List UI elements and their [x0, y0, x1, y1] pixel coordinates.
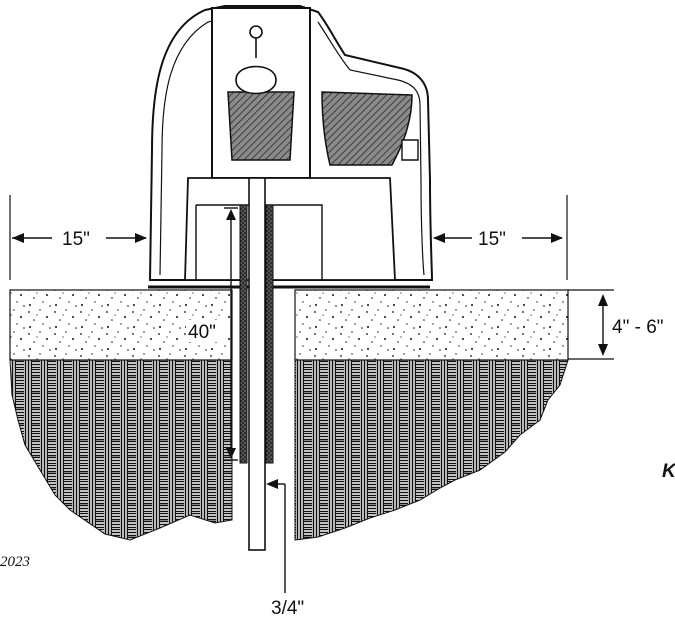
fountain-body-inner-contour [159, 17, 425, 276]
slab-thickness-label: 4" - 6" [612, 317, 664, 338]
right-clearance-label: 15" [478, 229, 506, 250]
soil-left [9, 359, 233, 541]
float-ball [235, 65, 277, 95]
bowl-handle [401, 139, 419, 161]
right-arrowhead-l [433, 233, 445, 243]
base-housing-inner [195, 204, 323, 280]
left-arrowhead-l [12, 233, 24, 243]
depth-label-backing [186, 320, 226, 342]
insulation-sleeve-right [265, 204, 274, 464]
base-housing [184, 177, 396, 281]
insulation-sleeve-left [239, 204, 248, 464]
slab-arrowhead-top [598, 294, 608, 306]
concrete-slab-right [294, 289, 569, 361]
pipe-callout-arrowhead [266, 479, 278, 489]
depth-arrowhead-bottom [226, 448, 236, 459]
left-arrowhead-r [135, 233, 147, 243]
soil-right [294, 359, 569, 541]
depth-arrowhead-top [226, 209, 236, 220]
slab-arrowhead-bottom [598, 344, 608, 356]
right-arrowhead-r [551, 233, 563, 243]
depth-label: 40" [188, 322, 216, 343]
left-clearance-label: 15" [62, 229, 90, 250]
float-valve-knob [249, 25, 263, 39]
reservoir-water [227, 91, 295, 161]
edge-fragment: K [662, 461, 675, 482]
pipe-size-label: 3/4" [271, 598, 304, 619]
year-fragment: 2023 [0, 554, 30, 570]
supply-pipe [248, 177, 266, 551]
drinking-bowl [321, 91, 413, 166]
